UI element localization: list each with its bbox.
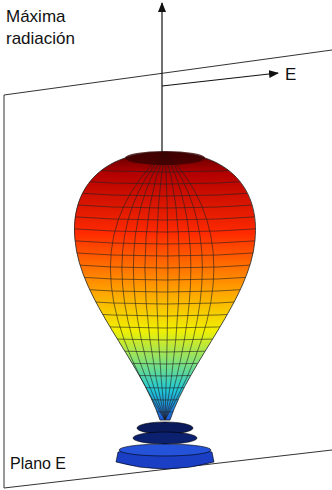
mesh-line <box>165 152 179 420</box>
mesh-line <box>60 312 270 316</box>
back-lobe <box>119 444 211 456</box>
mesh-line <box>60 228 270 232</box>
e-plane <box>4 50 332 488</box>
mesh-line <box>60 288 270 292</box>
mesh-line <box>60 372 270 376</box>
e-field-vector <box>162 73 278 86</box>
mesh-line <box>110 152 165 420</box>
mesh-line <box>165 152 191 420</box>
mesh-line <box>165 152 168 420</box>
mesh-line <box>60 168 270 172</box>
plane-label: Plano E <box>10 454 66 475</box>
mesh-line <box>145 152 165 420</box>
field-label: E <box>285 64 296 86</box>
lobe-mesh <box>60 152 270 420</box>
mesh-line <box>60 300 270 304</box>
plane-edge <box>4 95 5 488</box>
mesh-line <box>60 360 270 364</box>
mesh-line <box>60 240 270 244</box>
mesh-line <box>165 152 202 420</box>
mesh-line <box>60 348 270 352</box>
lobe-cap <box>125 151 205 165</box>
mesh-line <box>122 152 165 420</box>
mesh-line <box>156 152 165 420</box>
mesh-line <box>60 204 270 208</box>
mesh-line <box>60 384 270 388</box>
mesh-line <box>60 324 270 328</box>
side-lobe <box>133 432 197 444</box>
mesh-line <box>133 152 165 420</box>
mesh-line <box>60 252 270 256</box>
mesh-line <box>60 276 270 280</box>
mesh-line <box>60 396 270 400</box>
mesh-line <box>60 336 270 340</box>
plane-edge <box>4 50 332 95</box>
mesh-line <box>60 264 270 268</box>
mesh-line <box>60 192 270 196</box>
mesh-line <box>165 152 214 420</box>
axis-label: Máxima radiación <box>6 6 116 50</box>
main-lobe <box>74 152 255 420</box>
mesh-line <box>60 180 270 184</box>
max-radiation-axis <box>161 3 162 152</box>
mesh-line <box>60 216 270 220</box>
